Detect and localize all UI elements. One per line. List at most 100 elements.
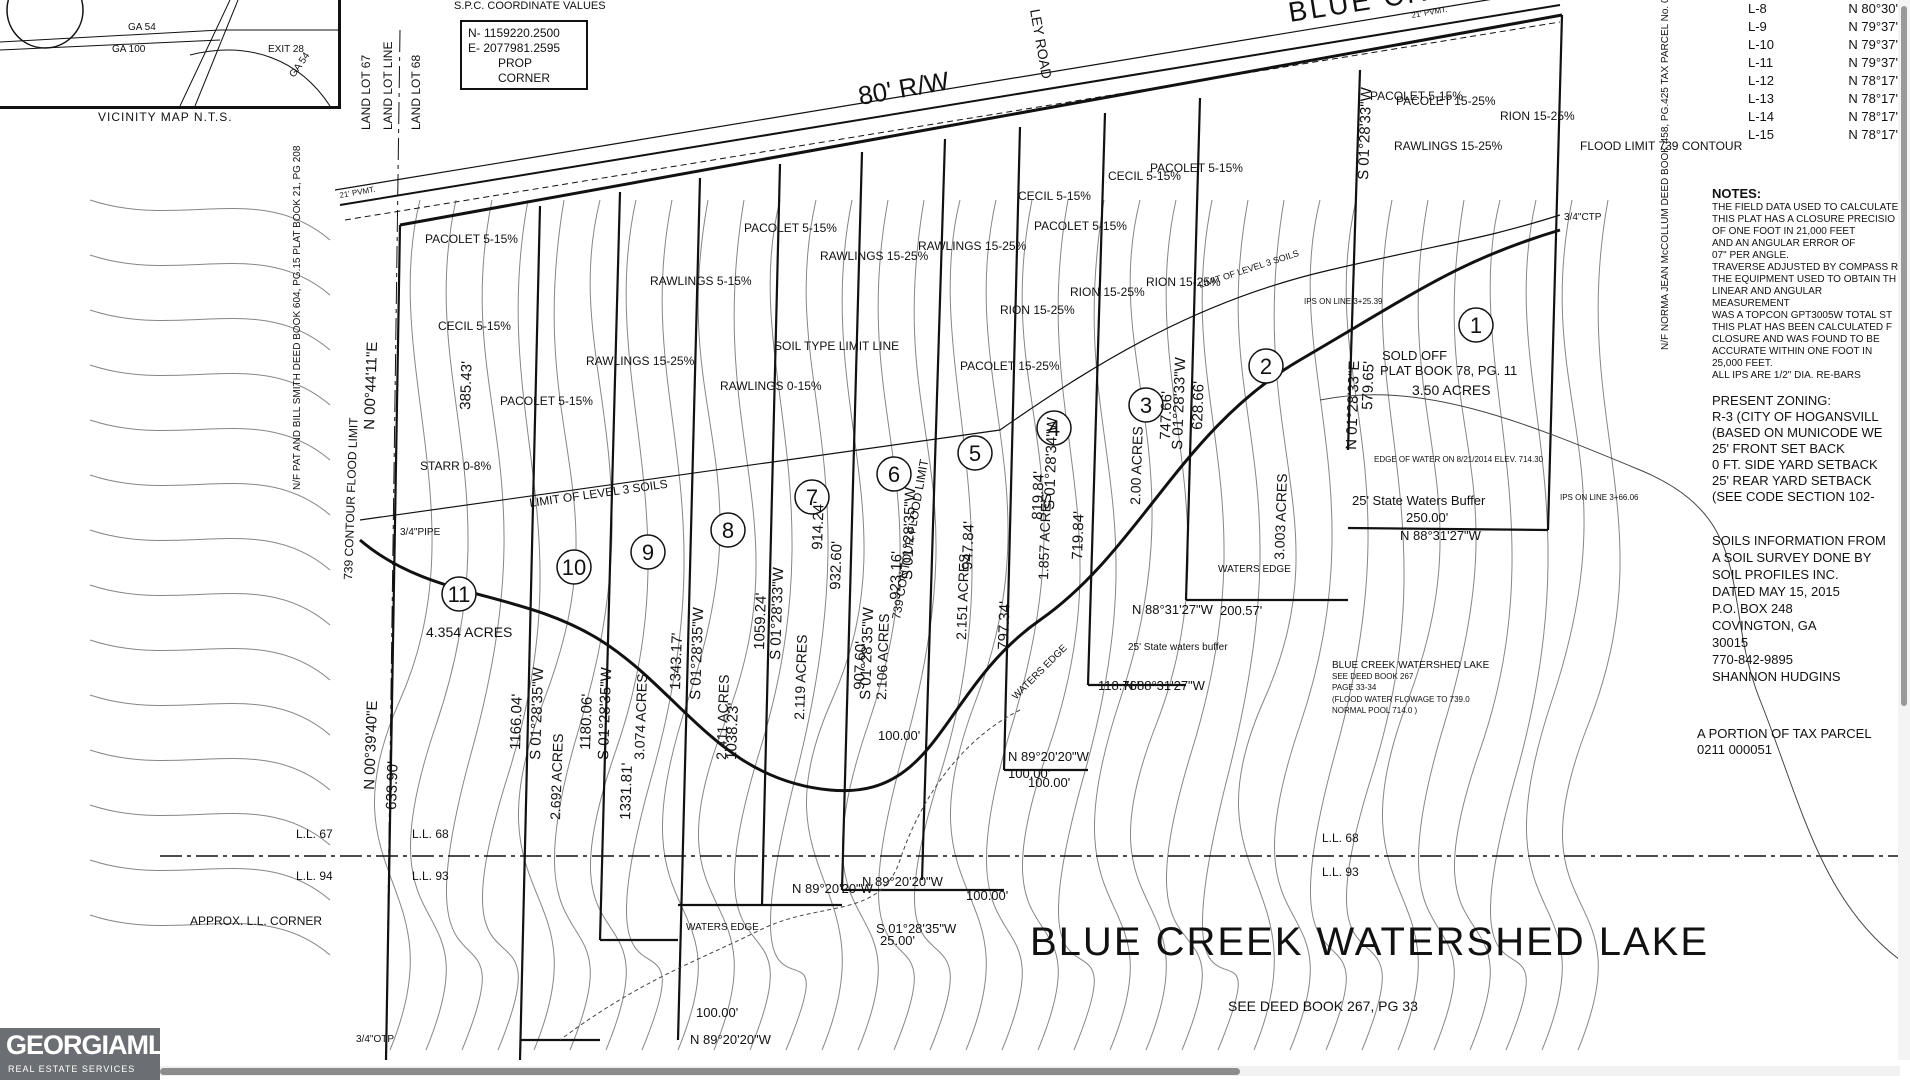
contour-line — [374, 199, 433, 1051]
info-line: WAS A TOPCON GPT3005W TOTAL ST — [1712, 310, 1893, 321]
side-line-label: 907.60' — [851, 641, 870, 690]
vicinity-map-graphic: GA 54 GA 100 EXIT 28 GA 54 — [0, 0, 338, 107]
soil-label: PACOLET 5-15% — [1370, 89, 1463, 103]
rear-line-label: N 89°20'20"W — [792, 881, 874, 896]
info-line: P.O. BOX 248 — [1712, 601, 1793, 616]
info-line: SOILS INFORMATION FROM — [1712, 533, 1886, 548]
plat-annotation: IPS ON LINE 3+66.06 — [1560, 493, 1639, 502]
plat-annotation: L.L. 68 — [412, 827, 449, 841]
contour-line — [409, 199, 469, 1051]
info-line: 0211 000051 — [1697, 742, 1772, 757]
info-line: (BASED ON MUNICODE WE — [1712, 425, 1883, 440]
soil-label: RAWLINGS 15-25% — [820, 249, 929, 263]
lot-area: 2.151 ACRES — [953, 553, 972, 640]
plat-annotation: PAGE 33-34 — [1332, 683, 1377, 692]
level-3-soils-line — [359, 214, 1561, 521]
soil-label: RION 15-25% — [1000, 303, 1075, 317]
lot-area: 2.00 ACRES — [1127, 426, 1146, 505]
contour-line — [1273, 199, 1333, 1051]
lot-circle — [441, 576, 477, 612]
info-line: 0 FT. SIDE YARD SETBACK — [1712, 457, 1878, 472]
lot-area: 2.411 ACRES — [713, 674, 732, 760]
info-line: TRAVERSE ADJUSTED BY COMPASS R — [1712, 262, 1899, 273]
contour-line — [589, 199, 649, 1051]
plat-annotation: 3/4"PIPE — [400, 527, 441, 538]
plat-annotation: FLOOD LIMIT 739 CONTOUR — [1580, 139, 1743, 153]
lot-area: 2.692 ACRES — [547, 733, 566, 820]
soil-label: PACOLET 5-15% — [425, 232, 518, 246]
lot-circle — [556, 549, 592, 585]
contour-line — [89, 474, 331, 516]
rear-line-label: 100.00' — [1008, 766, 1050, 781]
soil-label: PACOLET 15-25% — [960, 359, 1060, 373]
info-line: THIS PLAT HAS BEEN CALCULATED F — [1712, 322, 1893, 333]
contour-line — [806, 199, 865, 1051]
contour-line — [89, 804, 331, 846]
contour-line — [1345, 199, 1405, 1051]
info-line: COVINGTON, GA — [1712, 618, 1817, 633]
vertical-scrollbar[interactable] — [1898, 0, 1910, 1060]
side-line-label: 1343.17' — [667, 632, 686, 690]
plat-annotation: L.L. 68 — [1322, 831, 1359, 845]
contour-line — [1021, 199, 1081, 1051]
contour-line — [89, 584, 331, 626]
contour-line — [89, 914, 331, 956]
land-lot-line-vertical — [385, 29, 401, 1061]
contour-line — [1238, 199, 1297, 1051]
info-line: THIS PLAT HAS A CLOSURE PRECISIO — [1712, 214, 1896, 225]
soil-label: PACOLET 5-15% — [1034, 219, 1127, 233]
side-line-label: 1180.06' — [577, 693, 596, 750]
lot-number: 7 — [806, 485, 818, 510]
plat-annotation: 25' State waters buffer — [1128, 642, 1228, 653]
lot-circle — [794, 479, 830, 515]
soil-label: RION 15-25% — [1146, 275, 1221, 289]
side-line-label: 579.65' — [1359, 361, 1378, 410]
info-line: SOIL PROFILES INC. — [1712, 567, 1839, 582]
contour-line — [89, 254, 331, 296]
lot-lines — [384, 14, 1564, 1061]
lot-area: 3.50 ACRES — [1412, 382, 1491, 398]
notes-heading: NOTES: — [1712, 186, 1762, 201]
info-line: A PORTION OF TAX PARCEL — [1697, 726, 1872, 741]
contour-line — [89, 749, 331, 791]
right-of-way-label: 80' R/W — [856, 65, 952, 111]
side-line-label: S 01°28'33"W — [767, 566, 787, 660]
info-line: R-3 (CITY OF HOGANSVILL — [1712, 409, 1879, 424]
spc-easting: E- 2077981.2595 — [468, 41, 561, 55]
info-line: ALL IPS ARE 1/2" DIA. RE-BARS — [1712, 370, 1861, 381]
side-line-label: N 01°28'33"E — [1343, 360, 1363, 450]
horizontal-scroll-thumb[interactable] — [160, 1068, 1240, 1075]
side-line-label: 719.84' — [1069, 511, 1088, 560]
lot-area: 3.003 ACRES — [1271, 473, 1290, 560]
contour-line — [1165, 199, 1225, 1051]
plat-annotation: LIMIT OF LEVEL 3 SOILS — [1198, 248, 1301, 290]
contour-line — [1130, 199, 1189, 1051]
horizontal-scrollbar[interactable] — [160, 1066, 1900, 1076]
plat-annotation: L.L. 93 — [1322, 865, 1359, 879]
lot-circle — [710, 512, 746, 548]
lot-number: 8 — [722, 518, 734, 543]
contour-line — [878, 199, 937, 1051]
rear-line-label: N 89°20'20"W — [862, 874, 944, 889]
soil-label: PACOLET 15-25% — [1396, 94, 1496, 108]
side-line-label: 1059.24' — [751, 592, 770, 650]
plat-annotation: NORMAL POOL 714.0 ) — [1332, 706, 1418, 715]
front-property-line — [399, 13, 1563, 227]
lot-number: 5 — [969, 441, 981, 466]
lot-circle — [630, 534, 666, 570]
info-line: OF ONE FOOT IN 21,000 FEET — [1712, 226, 1856, 237]
plat-annotation: (FLOOD WATER FLOWAGE TO 739.0 — [1332, 695, 1470, 704]
soil-label: RAWLINGS 15-25% — [918, 239, 1027, 253]
soil-label: SOIL TYPE LIMIT LINE — [774, 339, 899, 353]
water-edge-line — [1319, 394, 1901, 961]
vertical-scroll-thumb[interactable] — [1901, 6, 1907, 706]
contour-line — [1562, 199, 1621, 1051]
